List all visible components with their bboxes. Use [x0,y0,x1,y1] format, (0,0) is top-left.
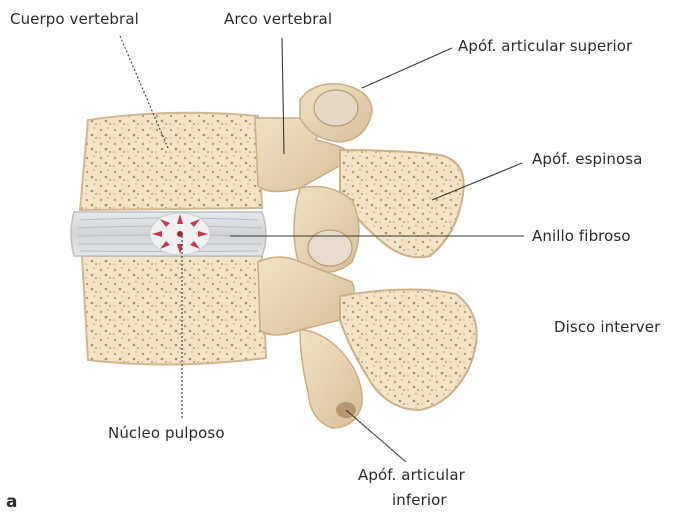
label-apof-articular-inferior-line1: Apóf. articular [358,466,465,484]
lower-vertebral-body [82,256,266,365]
label-apof-articular-inferior-line2: inferior [392,491,447,509]
label-nucleo-pulposo: Núcleo pulposo [108,424,225,442]
figure-letter: a [6,492,17,512]
label-apof-articular-superior: Apóf. articular superior [458,37,632,55]
nucleus-pulposus [150,213,210,255]
leader-apof-articular-superior [362,48,452,88]
upper-vertebral-body [80,113,262,210]
label-cuerpo-vertebral: Cuerpo vertebral [10,10,139,28]
label-arco-vertebral: Arco vertebral [224,10,332,28]
label-anillo-fibroso: Anillo fibroso [532,227,631,245]
label-apof-espinosa: Apóf. espinosa [532,150,643,168]
label-disco-intervertebral: Disco interver [554,318,660,336]
leader-apof-articular-inferior [346,410,406,462]
